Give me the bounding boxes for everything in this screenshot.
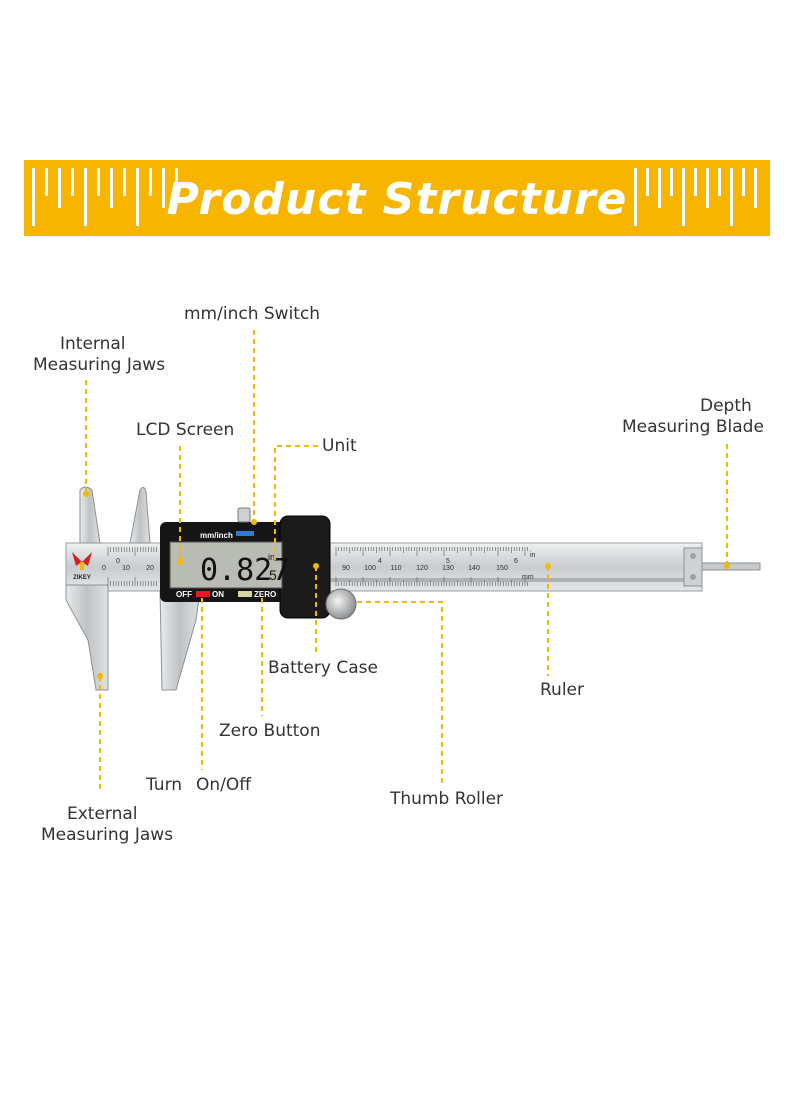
leader-thumb-roller: [357, 601, 443, 785]
label-internal-jaws-line2: Measuring Jaws: [33, 355, 166, 375]
label-thumb-roller: Thumb Roller: [390, 789, 504, 809]
fixed-internal-jaw: [79, 486, 101, 544]
tick-mark: [123, 168, 126, 196]
scale-number: 110: [390, 565, 401, 572]
on-off-button[interactable]: [196, 591, 210, 597]
label-internal-jaws-line1: Internal: [60, 334, 126, 354]
tick-mark: [670, 168, 673, 196]
label-lcd-screen: LCD Screen: [136, 420, 235, 440]
label-battery-case: Battery Case: [268, 658, 378, 678]
lcd-fraction: 5: [269, 567, 277, 583]
leader-dot: [97, 673, 103, 679]
tick-mark: [32, 168, 35, 226]
brand-text: ZIKEY: [73, 575, 91, 581]
on-label: ON: [212, 590, 224, 599]
sliding-external-jaw: [159, 590, 201, 691]
switch-knob[interactable]: [237, 507, 251, 523]
sliding-internal-jaw: [129, 486, 151, 544]
tick-mark: [162, 168, 165, 208]
scale-number: 10: [122, 565, 130, 572]
end-cap-screw: [690, 574, 696, 580]
scale-number: 90: [342, 565, 350, 572]
scale-number: 5: [446, 558, 450, 565]
leader-dot: [724, 563, 730, 569]
tick-mark: [634, 168, 637, 226]
tick-mark: [58, 168, 61, 208]
leader-dot: [83, 491, 89, 497]
tick-mark: [658, 168, 661, 208]
tick-mark: [149, 168, 152, 196]
leader-dot: [545, 563, 551, 569]
label-mm-inch-switch: mm/inch Switch: [184, 304, 321, 324]
label-external-jaws-line1: External: [67, 804, 138, 824]
tick-mark: [682, 168, 685, 226]
label-depth-line1: Depth: [700, 396, 752, 416]
beam-end-cap: [683, 547, 703, 587]
inch-unit-mark: in: [530, 552, 536, 559]
scale-number: 120: [416, 565, 428, 572]
ruler-ticks-decoration-right: [634, 168, 774, 228]
leader-unit: [274, 445, 318, 560]
scale-number: 4: [378, 558, 382, 565]
scale-number: 20: [146, 565, 154, 572]
page-title: Product Structure: [166, 174, 628, 225]
label-turn: Turn: [146, 775, 183, 795]
end-cap-screw: [690, 553, 696, 559]
scale-number: 130: [442, 565, 454, 572]
label-unit: Unit: [322, 436, 357, 456]
label-on-off: On/Off: [196, 775, 251, 795]
tick-mark: [175, 168, 178, 196]
tick-mark: [742, 168, 745, 196]
zero-label: ZERO: [254, 590, 276, 599]
off-label: OFF: [176, 590, 192, 599]
thumb-roller[interactable]: [325, 588, 357, 620]
mm-inch-switch-label: mm/inch: [200, 531, 233, 540]
tick-mark: [730, 168, 733, 226]
leader-dot: [177, 559, 183, 565]
scale-number: 0: [102, 565, 106, 572]
tick-mark: [71, 168, 74, 196]
label-depth-line2: Measuring Blade: [622, 417, 764, 437]
beam-groove: [330, 578, 685, 582]
lcd-screen: [169, 541, 283, 589]
leader-lines: [83, 330, 730, 792]
scale-number: 6: [514, 558, 518, 565]
tick-mark: [646, 168, 649, 196]
tick-mark: [45, 168, 48, 196]
label-zero-button: Zero Button: [219, 721, 321, 741]
brand-logo: ZIKEY: [72, 552, 92, 581]
tick-mark: [694, 168, 697, 196]
tick-mark: [84, 168, 87, 226]
label-ruler: Ruler: [540, 680, 584, 700]
depth-measuring-blade: [699, 562, 761, 571]
label-external-jaws-line2: Measuring Jaws: [41, 825, 174, 845]
leader-dot: [313, 563, 319, 569]
tick-mark: [754, 168, 757, 208]
scale-number: 0: [116, 558, 120, 565]
scale-number: 140: [468, 565, 480, 572]
tick-mark: [706, 168, 709, 208]
scale-number: 100: [364, 565, 376, 572]
tick-mark: [97, 168, 100, 196]
mm-inch-switch[interactable]: [236, 531, 254, 536]
lcd-unit: in: [268, 552, 275, 562]
tick-mark: [718, 168, 721, 196]
scale-number: 150: [496, 565, 508, 572]
leader-dot: [251, 519, 257, 525]
mm-unit-mark: mm: [522, 574, 534, 581]
tick-mark: [136, 168, 139, 226]
ruler-ticks-decoration-left: [32, 168, 192, 228]
tick-mark: [110, 168, 113, 208]
zero-button[interactable]: [238, 591, 252, 597]
title-banner: Product Structure: [24, 160, 770, 236]
